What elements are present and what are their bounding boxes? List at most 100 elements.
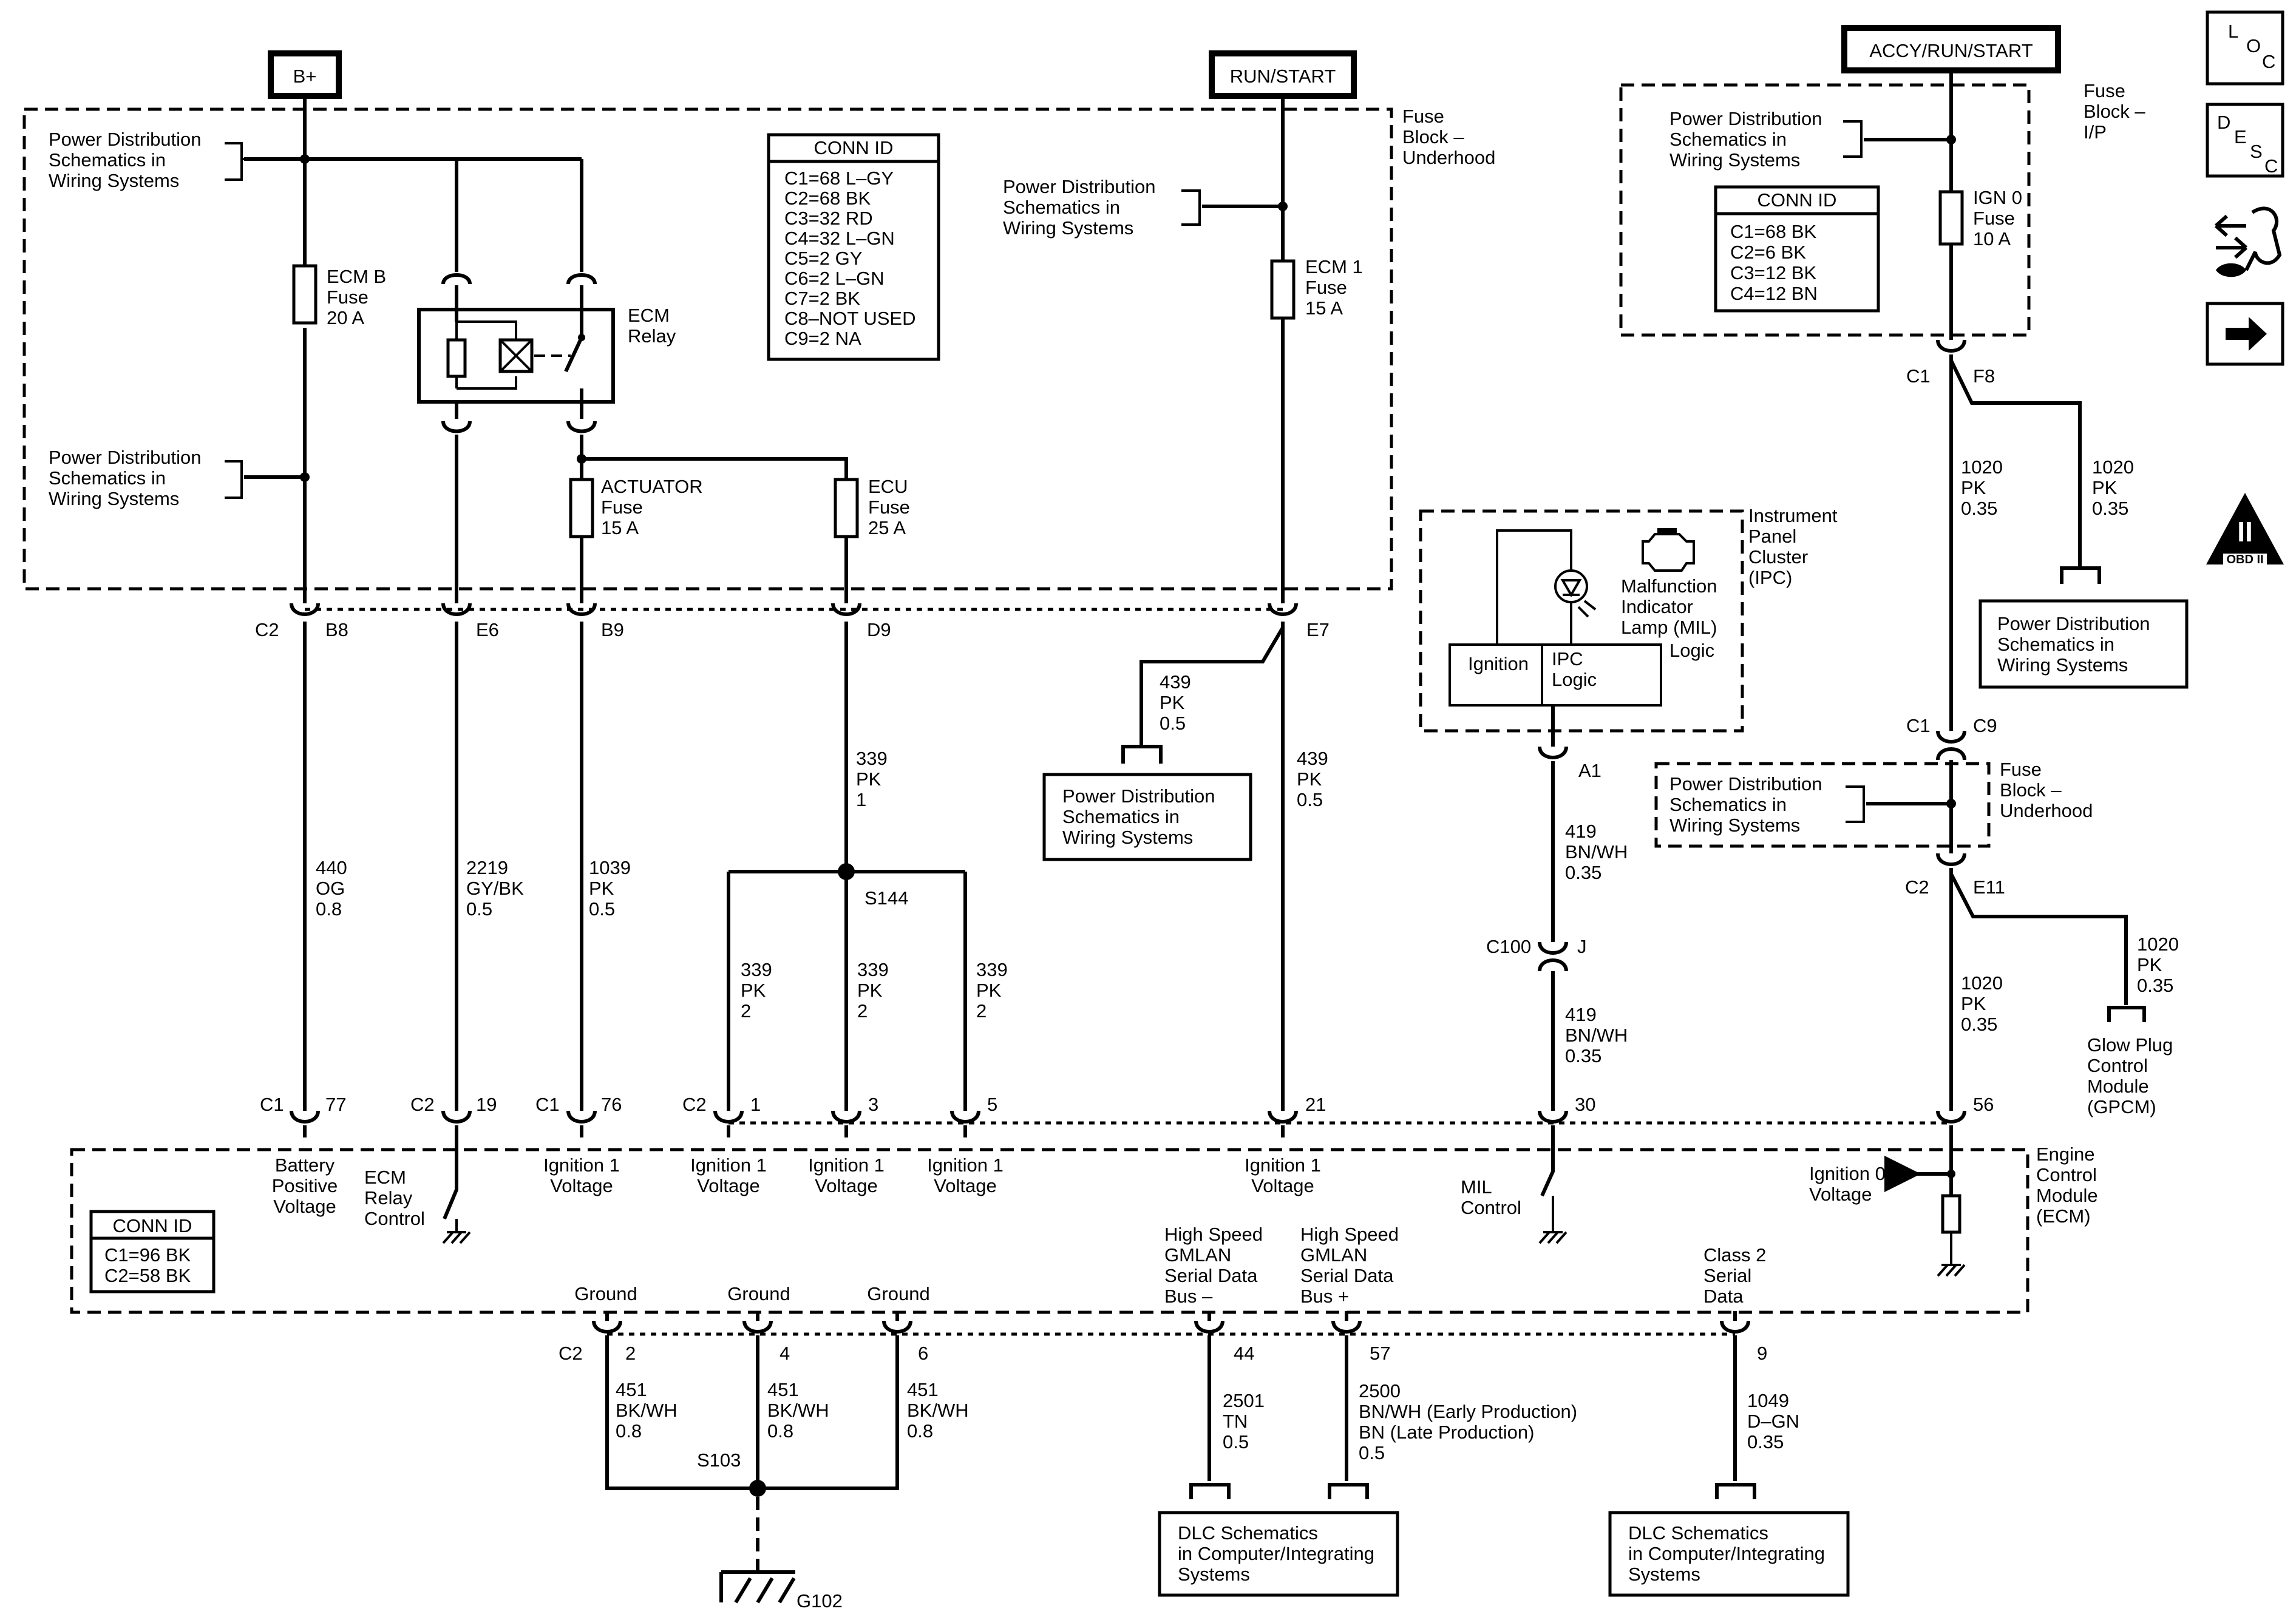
ecm-relay-control-label: ECM Relay Control	[364, 1167, 425, 1229]
svg-text:ECU: ECU	[868, 476, 908, 497]
pdsws-ref-5[interactable]: Power Distribution Schematics in Wiring …	[1669, 108, 1863, 171]
ign1-voltage-label-5: Ignition 1 Voltage	[1245, 1154, 1321, 1196]
pdsws-ref-6[interactable]: Power Distribution Schematics in Wiring …	[1978, 599, 2189, 689]
svg-text:Serial: Serial	[1703, 1265, 1751, 1286]
pdsws-ref-1[interactable]: Power Distribution Schematics in Wiring …	[49, 129, 261, 191]
svg-text:OBD II: OBD II	[2226, 553, 2263, 566]
svg-text:1039: 1039	[589, 857, 631, 878]
svg-text:C1=68 L–GY: C1=68 L–GY	[784, 168, 894, 189]
svg-text:Underhood: Underhood	[2000, 800, 2093, 821]
svg-text:Schematics in: Schematics in	[1997, 634, 2114, 655]
svg-text:C2=6 BK: C2=6 BK	[1730, 242, 1806, 263]
svg-text:D–GN: D–GN	[1747, 1411, 1799, 1432]
svg-text:PK: PK	[2092, 477, 2118, 498]
mil-control-ground-icon	[1538, 1196, 1567, 1244]
svg-text:0.5: 0.5	[589, 898, 615, 920]
svg-text:0.35: 0.35	[1961, 1014, 1997, 1035]
svg-text:C2=58 BK: C2=58 BK	[104, 1265, 191, 1286]
svg-text:Schematics in: Schematics in	[1669, 794, 1787, 815]
svg-text:Battery: Battery	[275, 1154, 335, 1176]
next-page-arrow-icon[interactable]	[2206, 302, 2284, 366]
svg-text:Ignition 1: Ignition 1	[927, 1154, 1004, 1176]
svg-text:II: II	[2237, 516, 2253, 547]
svg-text:C2=68 BK: C2=68 BK	[784, 188, 871, 209]
svg-text:Wiring Systems: Wiring Systems	[1669, 815, 1800, 836]
svg-text:Underhood: Underhood	[1402, 147, 1495, 168]
wire-1020-label-4: 1020 PK 0.35	[1961, 972, 2003, 1035]
svg-text:C5=2 GY: C5=2 GY	[784, 248, 862, 269]
svg-text:0.35: 0.35	[1565, 1045, 1601, 1066]
svg-text:1020: 1020	[2137, 934, 2179, 955]
dlc-ref-1[interactable]: DLC Schematics in Computer/Integrating S…	[1158, 1511, 1399, 1597]
wire-419-label-1: 419 BN/WH 0.35	[1565, 821, 1628, 883]
wire-2500-label: 2500 BN/WH (Early Production) BN (Late P…	[1359, 1380, 1577, 1463]
svg-text:Control: Control	[2087, 1055, 2148, 1076]
desc-icon[interactable]: D E S C	[2206, 103, 2284, 178]
svg-text:0.8: 0.8	[316, 898, 342, 920]
connector-wrench-icon[interactable]	[2215, 206, 2282, 277]
svg-text:0.5: 0.5	[466, 898, 492, 920]
connector-ecm-bottom: C2 2 4 6 44 57 9	[559, 1320, 1767, 1364]
pdsws-ref-7[interactable]: Power Distribution Schematics in Wiring …	[1669, 773, 1865, 836]
svg-text:C9=2 NA: C9=2 NA	[784, 328, 861, 349]
ign1-voltage-label-2: Ignition 1 Voltage	[690, 1154, 767, 1196]
svg-text:PK: PK	[1961, 477, 1986, 498]
wire-339-2c-label: 339 PK 2	[976, 959, 1008, 1022]
fuse-block-underhood-label: Fuse Block – Underhood	[1402, 106, 1495, 168]
ipc-logic-block	[1449, 643, 1662, 707]
dlc-ref-2[interactable]: DLC Schematics in Computer/Integrating S…	[1608, 1511, 1850, 1597]
svg-text:Power Distribution: Power Distribution	[49, 447, 202, 468]
svg-text:0.35: 0.35	[2092, 498, 2128, 519]
wire-2501-label: 2501 TN 0.5	[1223, 1390, 1265, 1453]
svg-text:Fuse: Fuse	[1305, 277, 1347, 298]
ecm-boundary	[70, 1148, 2029, 1314]
gpcm-label[interactable]: Glow Plug Control Module (GPCM)	[2087, 1034, 2173, 1117]
svg-text:Ground: Ground	[867, 1283, 929, 1304]
conn-a1-label: A1	[1578, 760, 1601, 781]
svg-text:2: 2	[857, 1000, 868, 1022]
svg-text:PK: PK	[1297, 768, 1322, 790]
wire-339-2a-label: 339 PK 2	[741, 959, 772, 1022]
pdsws-ref-2[interactable]: Power Distribution Schematics in Wiring …	[49, 447, 243, 509]
ground-g102-label: G102	[796, 1590, 843, 1612]
svg-text:Fuse: Fuse	[601, 497, 643, 518]
ground-label-2: Ground	[727, 1283, 790, 1304]
class2-label: Class 2 Serial Data	[1703, 1244, 1766, 1307]
svg-text:Power Distribution: Power Distribution	[1062, 785, 1215, 807]
svg-text:C7=2 BK: C7=2 BK	[784, 288, 860, 309]
ecu-fuse-label: ECU Fuse 25 A	[868, 476, 910, 538]
svg-text:0.5: 0.5	[1223, 1431, 1249, 1453]
run-start-header: RUN/START	[1209, 50, 1357, 99]
svg-text:Relay: Relay	[628, 325, 676, 347]
svg-text:Schematics in: Schematics in	[49, 149, 166, 171]
svg-text:Module: Module	[2087, 1076, 2149, 1097]
svg-text:C: C	[2264, 155, 2278, 177]
svg-text:57: 57	[1370, 1343, 1390, 1364]
conn-c9-label: C9	[1973, 715, 1997, 736]
svg-text:Schematics in: Schematics in	[49, 467, 166, 489]
svg-text:439: 439	[1160, 671, 1191, 693]
svg-text:Fuse: Fuse	[2000, 759, 2042, 780]
svg-text:Serial Data: Serial Data	[1300, 1265, 1394, 1286]
conn-c1-f8-c1: C1	[1906, 365, 1931, 387]
svg-text:Voltage: Voltage	[1809, 1184, 1872, 1205]
pdsws-ref-3[interactable]: Power Distribution Schematics in Wiring …	[1003, 176, 1201, 239]
svg-text:Power Distribution: Power Distribution	[49, 129, 202, 150]
svg-text:451: 451	[616, 1379, 647, 1400]
svg-text:BN (Late Production): BN (Late Production)	[1359, 1422, 1534, 1443]
svg-text:Class 2: Class 2	[1703, 1244, 1766, 1266]
svg-text:ECM: ECM	[364, 1167, 406, 1188]
svg-text:C4=12 BN: C4=12 BN	[1730, 283, 1818, 304]
svg-text:DLC Schematics: DLC Schematics	[1628, 1522, 1768, 1544]
svg-text:ECM: ECM	[628, 305, 670, 326]
pdsws-ref-4[interactable]: Power Distribution Schematics in Wiring …	[1042, 773, 1252, 861]
svg-text:0.8: 0.8	[767, 1420, 793, 1442]
svg-text:77: 77	[325, 1094, 346, 1115]
svg-text:30: 30	[1575, 1094, 1595, 1115]
svg-text:Lamp (MIL): Lamp (MIL)	[1621, 617, 1717, 638]
loc-icon[interactable]: L O C	[2206, 10, 2284, 86]
svg-text:PK: PK	[856, 768, 881, 790]
svg-text:GY/BK: GY/BK	[466, 878, 524, 899]
svg-text:BN/WH: BN/WH	[1565, 841, 1628, 863]
svg-text:Cluster: Cluster	[1748, 546, 1808, 568]
